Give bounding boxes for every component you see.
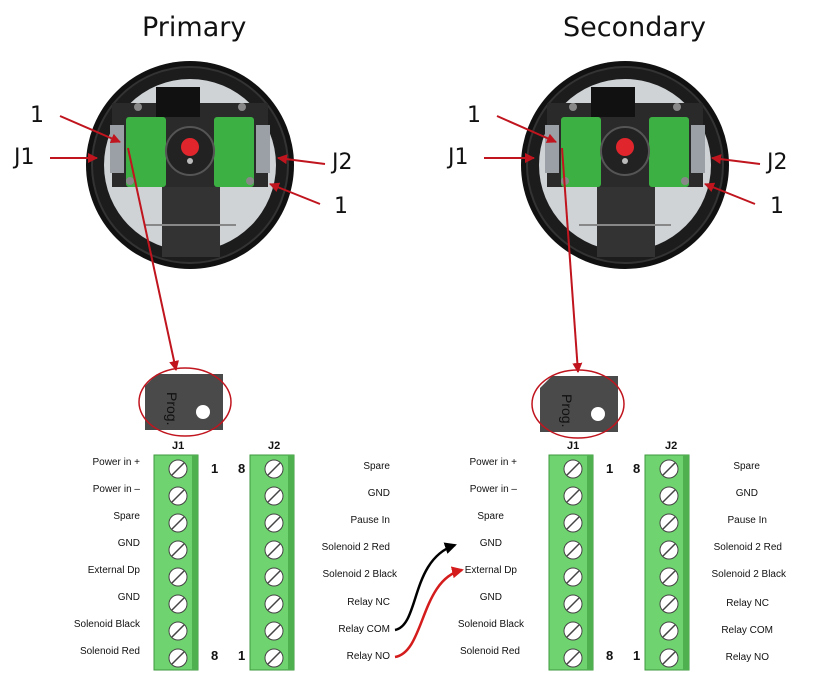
primary-j2-pin-label: Solenoid 2 Red bbox=[321, 542, 390, 553]
secondary-j2-pin-label: Relay NO bbox=[725, 652, 769, 663]
primary-j2-pin-label: Pause In bbox=[350, 515, 390, 526]
primary-j1-pin-label: Spare bbox=[113, 511, 140, 522]
primary-j1-pin-label: Power in + bbox=[92, 457, 140, 468]
secondary-pin1-callout-left: 1 bbox=[467, 103, 481, 128]
primary-j1-last-pin: 8 bbox=[211, 648, 219, 663]
primary-j1-callout: J1 bbox=[14, 145, 35, 170]
primary-pointer-arrows bbox=[50, 115, 326, 371]
secondary-j1-first-pin: 1 bbox=[606, 461, 614, 476]
secondary-device-image bbox=[520, 60, 730, 270]
secondary-j2-first-pin: 8 bbox=[633, 461, 641, 476]
secondary-pointer-arrows bbox=[484, 115, 761, 373]
black-wire-relay-com-to-gnd bbox=[394, 542, 457, 632]
secondary-j2-pin-label: Solenoid 2 Red bbox=[713, 542, 782, 553]
secondary-prog-label: Prog. bbox=[559, 394, 575, 428]
primary-j2-last-pin: 1 bbox=[238, 648, 246, 663]
primary-j2-callout: J2 bbox=[332, 150, 353, 175]
primary-pin1-callout-right: 1 bbox=[334, 194, 348, 219]
primary-j1-terminal-block bbox=[153, 454, 199, 671]
secondary-j1-pin-label: GND bbox=[479, 538, 502, 549]
primary-j2-header: J2 bbox=[268, 440, 281, 452]
primary-j2-pin-label: Spare bbox=[363, 461, 390, 472]
primary-prog-label: Prog. bbox=[164, 392, 180, 426]
secondary-pin1-callout-right: 1 bbox=[770, 194, 784, 219]
secondary-j2-pin-label: Relay COM bbox=[721, 625, 773, 636]
secondary-j2-header: J2 bbox=[665, 440, 678, 452]
secondary-j2-pin-label: Spare bbox=[733, 461, 760, 472]
primary-pin1-callout-left: 1 bbox=[30, 103, 44, 128]
primary-j1-pin-label: Power in – bbox=[92, 484, 140, 495]
primary-j2-pin-label: GND bbox=[367, 488, 390, 499]
secondary-prog-chip bbox=[531, 369, 625, 439]
secondary-j2-pin-label: Relay NC bbox=[726, 598, 769, 609]
secondary-j1-pin-label: Solenoid Black bbox=[457, 619, 524, 630]
secondary-j1-pin-label: Spare bbox=[477, 511, 504, 522]
secondary-j1-terminal-block bbox=[548, 454, 594, 671]
primary-j2-pin-label: Relay NC bbox=[347, 597, 390, 608]
primary-device-image bbox=[85, 60, 295, 270]
primary-j2-pin-label: Relay NO bbox=[346, 651, 390, 662]
primary-j2-first-pin: 8 bbox=[238, 461, 246, 476]
secondary-j1-pin-label: Power in – bbox=[469, 484, 517, 495]
primary-j1-pin-label: Solenoid Red bbox=[79, 646, 140, 657]
primary-j2-terminal-block bbox=[249, 454, 295, 671]
secondary-j1-pin-label: Solenoid Red bbox=[459, 646, 520, 657]
primary-j1-header: J1 bbox=[172, 440, 185, 452]
secondary-j2-pin-label: Solenoid 2 Black bbox=[711, 569, 787, 580]
secondary-j1-pin-label: Power in + bbox=[469, 457, 517, 468]
primary-j1-first-pin: 1 bbox=[211, 461, 219, 476]
secondary-j1-header: J1 bbox=[567, 440, 580, 452]
secondary-j1-pin-label: GND bbox=[479, 592, 502, 603]
primary-j1-pin-label: GND bbox=[117, 538, 140, 549]
primary-j1-pin-label: External Dp bbox=[87, 565, 140, 576]
secondary-j1-pin-label: External Dp bbox=[464, 565, 517, 576]
secondary-j2-pin-label: Pause In bbox=[727, 515, 767, 526]
secondary-j1-last-pin: 8 bbox=[606, 648, 614, 663]
secondary-j1-callout: J1 bbox=[448, 145, 469, 170]
primary-prog-chip bbox=[138, 367, 232, 437]
secondary-j2-pin-label: GND bbox=[735, 488, 758, 499]
primary-j1-pin-label: GND bbox=[117, 592, 140, 603]
secondary-j2-last-pin: 1 bbox=[633, 648, 641, 663]
red-wire-relay-no-to-external-dp bbox=[394, 566, 464, 659]
primary-j2-pin-label: Relay COM bbox=[338, 624, 390, 635]
primary-j1-pin-label: Solenoid Black bbox=[73, 619, 140, 630]
secondary-title: Secondary bbox=[563, 12, 706, 43]
primary-j2-pin-label: Solenoid 2 Black bbox=[322, 569, 398, 580]
primary-title: Primary bbox=[142, 12, 247, 43]
secondary-j2-callout: J2 bbox=[767, 150, 788, 175]
